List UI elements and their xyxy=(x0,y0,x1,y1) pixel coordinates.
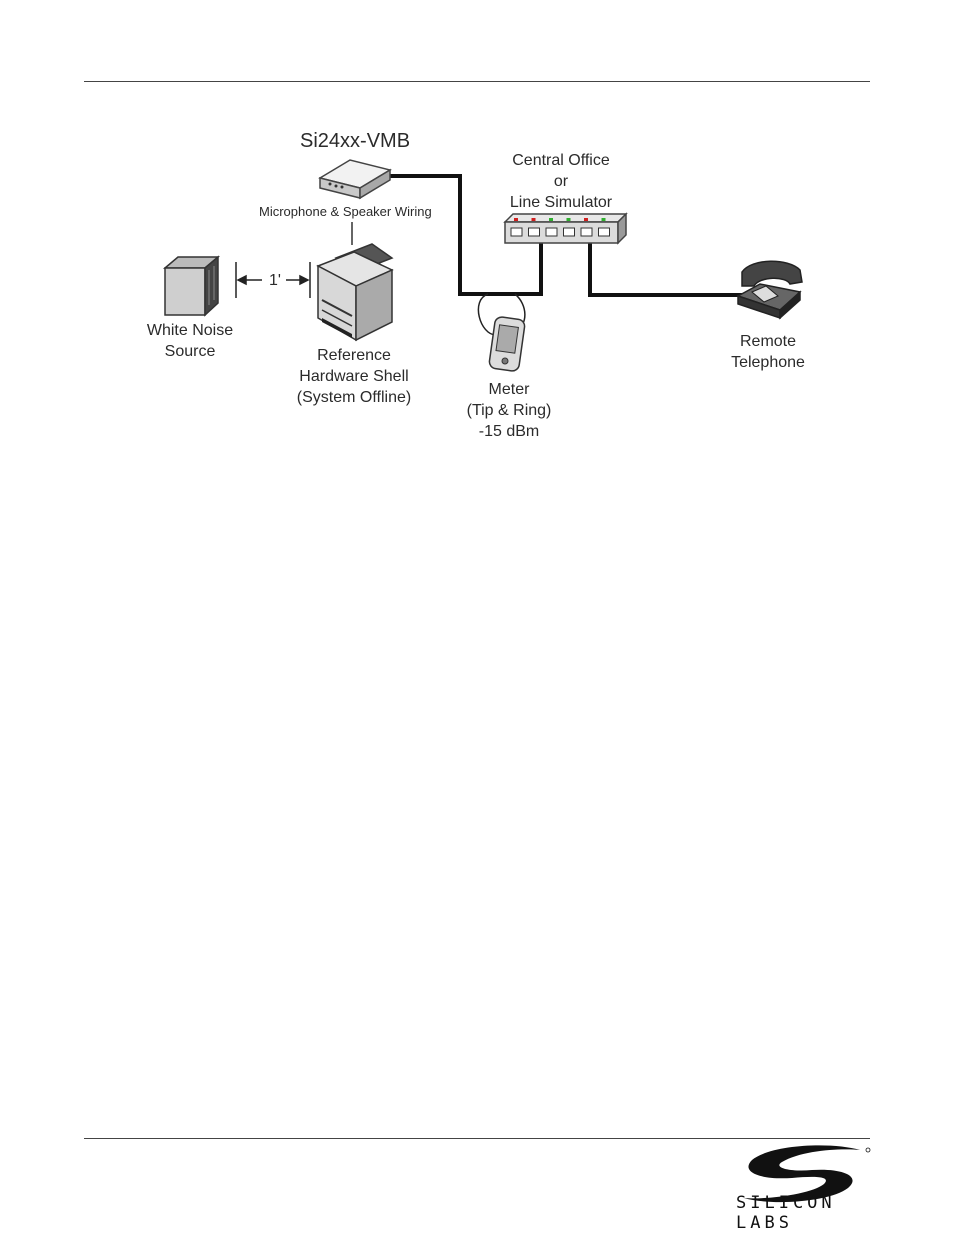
white-noise-line-2: Source xyxy=(164,343,216,360)
central-office-line-2: or xyxy=(553,173,569,190)
remote-telephone-line-2: Telephone xyxy=(731,354,805,371)
vmb-to-line-wire xyxy=(390,174,543,296)
white-noise-source-icon xyxy=(162,255,221,317)
central-office-label: Central Office or Line Simulator xyxy=(500,150,622,213)
port-5 xyxy=(580,227,593,237)
wiring-label: Microphone & Speaker Wiring xyxy=(259,204,432,219)
port-led-6 xyxy=(601,218,606,221)
simulator-to-telephone-wire xyxy=(588,243,745,297)
logo-wordmark: SILICON LABS xyxy=(736,1193,836,1233)
meter-line-3: -15 dBm xyxy=(478,423,540,440)
central-office-line-3: Line Simulator xyxy=(509,194,613,211)
port-1 xyxy=(510,227,523,237)
port-6 xyxy=(598,227,610,237)
remote-telephone-label: Remote Telephone xyxy=(718,331,818,373)
port-4 xyxy=(563,227,575,237)
silicon-labs-logo xyxy=(744,1145,871,1203)
telephone-icon xyxy=(736,260,803,320)
reference-shell-icon xyxy=(316,243,394,342)
meter-icon xyxy=(488,316,526,372)
reference-shell-label: Reference Hardware Shell (System Offline… xyxy=(284,345,424,408)
central-office-line-1: Central Office xyxy=(512,152,610,169)
vmb-title: Si24xx-VMB xyxy=(300,130,411,152)
line-simulator-icon xyxy=(503,212,628,245)
distance-marker xyxy=(235,262,311,298)
header-rule xyxy=(84,81,870,82)
meter-label: Meter (Tip & Ring) -15 dBm xyxy=(454,379,564,442)
meter-line-2: (Tip & Ring) xyxy=(466,402,552,419)
port-led-3 xyxy=(549,218,553,221)
line-wires xyxy=(390,174,745,297)
test-setup-diagram xyxy=(162,159,803,372)
port-led-5 xyxy=(584,218,588,221)
port-3 xyxy=(545,227,558,237)
reference-shell-line-2: Hardware Shell xyxy=(299,368,409,385)
reference-shell-line-3: (System Offline) xyxy=(296,389,412,406)
distance-label: 1' xyxy=(269,272,281,289)
white-noise-label: White Noise Source xyxy=(140,320,240,362)
remote-telephone-line-1: Remote xyxy=(739,333,797,350)
port-2 xyxy=(528,227,540,237)
white-noise-line-1: White Noise xyxy=(146,322,234,339)
vmb-device-icon xyxy=(318,159,392,200)
port-led-4 xyxy=(566,218,571,221)
port-led-2 xyxy=(531,218,536,221)
footer-rule xyxy=(84,1138,870,1139)
port-led-1 xyxy=(514,218,518,221)
reference-shell-line-1: Reference xyxy=(317,347,391,364)
meter-line-1: Meter xyxy=(488,381,530,398)
